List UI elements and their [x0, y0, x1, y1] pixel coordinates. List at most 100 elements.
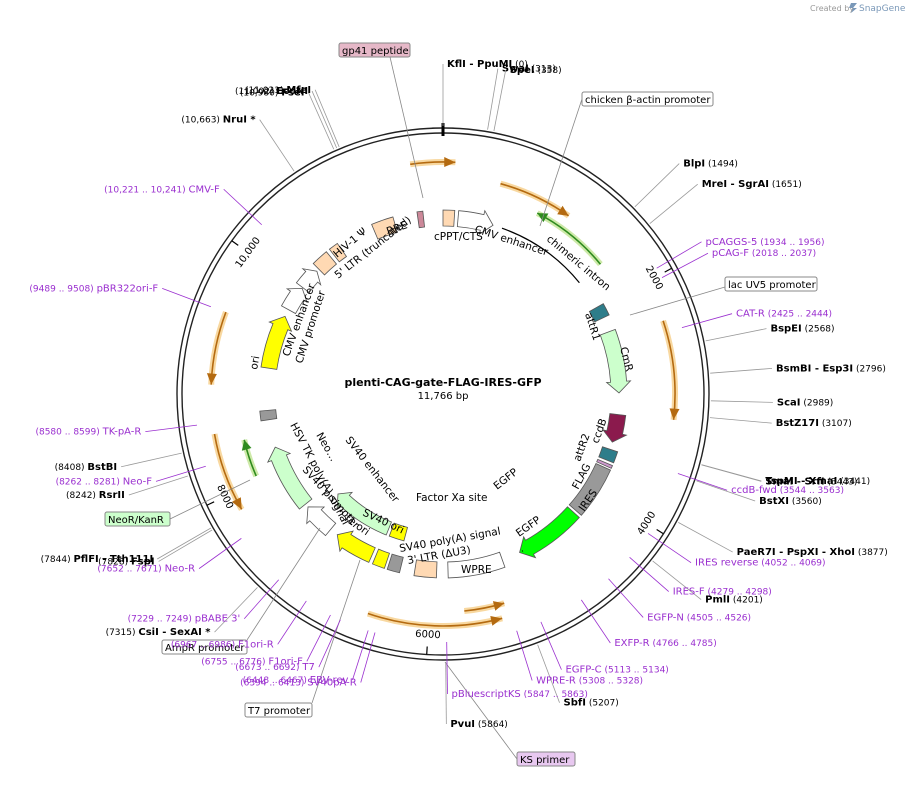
feature-sv40-promoter — [306, 506, 337, 537]
feature-egfp — [519, 506, 580, 559]
feature-rre — [371, 216, 398, 240]
site-leader — [155, 465, 206, 482]
primer-egfp-c: EGFP-C (5113 .. 5134) — [540, 621, 669, 676]
site-leader — [487, 68, 499, 130]
feature-sv40-enhancer — [388, 522, 409, 542]
enzyme-kfli: KflI - PpuMI (0) — [442, 59, 528, 126]
feature-ccdb — [602, 413, 628, 443]
primer-binding-arrow — [660, 319, 680, 421]
site-leader — [121, 452, 182, 468]
tick-label: 2000 — [643, 264, 665, 292]
feature-ori — [260, 315, 293, 370]
enzyme-pvui: PvuI (5864) — [445, 661, 508, 730]
chicken-beta-actin-promoter-label: chicken β-actin promoter — [585, 95, 711, 106]
site-label: (6394 .. 6413) SV40pA-R — [240, 678, 357, 689]
enzyme-bstz17i: BstZ17I (3107) — [709, 417, 852, 429]
site-label: pCAG-F (2018 .. 2037) — [712, 248, 816, 259]
enzyme-smai: SmaI - SrfI (3443) — [701, 464, 857, 487]
primer-neo-f: (8262 .. 8281) Neo-F — [56, 465, 206, 487]
site-leader — [696, 480, 756, 502]
primer-arrow-head — [492, 601, 505, 611]
site-leader — [608, 578, 644, 618]
site-label: (9489 .. 9508) pBR322ori-F — [29, 283, 158, 294]
site-leader — [580, 599, 611, 644]
site-label: (11,002) EcoNI — [235, 86, 308, 97]
neor-kanr-label: NeoR/KanR — [108, 515, 164, 526]
site-leader — [540, 621, 562, 670]
enzyme-bstbi: (8408) BstBI — [55, 452, 182, 473]
feature-label-sv40-enhancer: SV40 enhancer — [343, 434, 402, 505]
feature-3-ltr-u3 — [413, 559, 438, 579]
primer-arrow-head — [206, 373, 217, 385]
tick-4000 — [656, 529, 664, 535]
primer-wpre-r: WPRE-R (5308 .. 5328) — [516, 630, 643, 686]
primer-pcag-f: pCAG-F (2018 .. 2037) — [661, 248, 816, 278]
feature-wpre — [447, 551, 506, 579]
site-leader — [360, 632, 376, 683]
site-leader — [710, 367, 773, 374]
site-leader — [314, 89, 340, 148]
primer-pbluescriptks: pBluescriptKS (5847 .. 5863) — [446, 641, 588, 700]
site-leader — [145, 424, 198, 433]
feature-label-egfp-1: EGFP — [491, 466, 520, 492]
enzyme-spei: SpeI (358) — [493, 65, 562, 131]
site-label: (6755 .. 6776) F1ori-F — [201, 656, 303, 667]
site-leader — [277, 600, 307, 645]
site-label: pCAGGS-5 (1934 .. 1956) — [706, 237, 825, 248]
site-label: BlpI (1494) — [683, 159, 738, 170]
t7-promoter-box — [244, 702, 313, 718]
site-leader — [681, 313, 733, 328]
site-label: (6448 .. 6467) EBV-rev — [243, 675, 349, 686]
site-leader — [493, 69, 507, 131]
site-label: SmaI - SrfI (3443) — [765, 476, 857, 487]
feature-attr1 — [588, 303, 610, 323]
site-leader — [352, 630, 369, 681]
primer-binding-arrow — [241, 439, 259, 478]
primer-ires-reverse: IRES reverse (4052 .. 4069) — [647, 533, 826, 569]
boxed-labels: gp41 peptide chicken β-actin promoter la… — [104, 42, 818, 767]
primer-neo-r: (7652 .. 7671) Neo-R — [97, 538, 242, 575]
site-label: (10,221 .. 10,241) CMV-F — [104, 184, 220, 195]
feature-cmv-promoter — [280, 287, 308, 315]
site-leader — [198, 538, 242, 569]
credit-text: Created by — [810, 4, 854, 13]
site-label: KflI - PpuMI (0) — [447, 59, 528, 70]
site-leader — [243, 579, 280, 619]
site-label: (6673 .. 6692) T7 — [235, 662, 315, 673]
feature-cppt-cts — [442, 209, 456, 227]
site-label: BstZ17I (3107) — [776, 418, 852, 429]
enzyme-mfei: (11,021) MfeI — [245, 85, 340, 148]
primer-arrow-halo — [499, 180, 571, 219]
site-leader — [157, 527, 212, 560]
tick-10000 — [231, 240, 239, 246]
primer-binding-arrow — [206, 311, 229, 385]
site-label: TspMI - XmaI (3441) — [765, 476, 870, 487]
enzyme-csii: (7315) CsiI - SexAI * — [106, 587, 258, 638]
map-subtitle: 11,766 bp — [418, 391, 469, 402]
primer-ebv-rev: (6448 .. 6467) EBV-rev — [243, 630, 369, 686]
primer-pbabe-3: (7229 .. 7249) pBABE 3' — [128, 579, 280, 625]
enzyme-fsei: (10,980) FseI — [240, 88, 335, 150]
primer-f1ori-f: (6755 .. 6776) F1ori-F — [201, 614, 331, 667]
enzyme-pflfi: (7844) PflFI - Tth111I — [41, 527, 212, 565]
primer-arrow-head — [557, 205, 569, 216]
feature-hsv-tk-poly-a-signal — [266, 446, 313, 510]
primer-sv40pa-r: (6394 .. 6413) SV40pA-R — [240, 632, 376, 689]
primer-binding-arrow — [463, 600, 506, 614]
site-label: WPRE-R (5308 .. 5328) — [536, 675, 643, 686]
feature-chimeric-intron — [501, 227, 580, 284]
feature-5-ltr-truncated — [312, 251, 338, 276]
site-leader — [308, 92, 335, 150]
feature-label-cppt-cts: cPPT/CTS — [434, 231, 483, 243]
site-label: (7229 .. 7249) pBABE 3' — [128, 614, 241, 625]
enzyme-sbfi: SbfI (5207) — [537, 644, 619, 709]
primer-sites: pCAGGS-5 (1934 .. 1956)pCAG-F (2018 .. 2… — [29, 184, 844, 700]
enzyme-swai: SwaI (313) — [487, 64, 556, 130]
site-label: CAT-R (2425 .. 2444) — [736, 309, 832, 320]
site-leader — [647, 533, 692, 564]
site-leader — [162, 288, 212, 308]
tick-2000 — [664, 267, 672, 273]
